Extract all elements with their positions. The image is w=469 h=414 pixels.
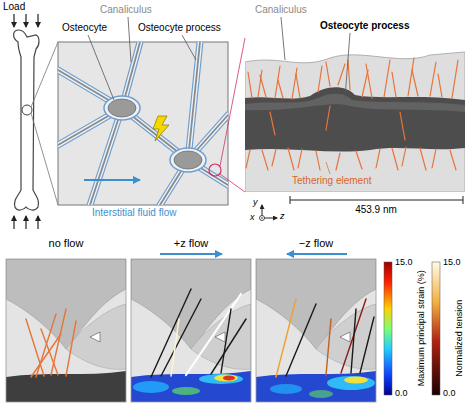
simulation-panel — [256, 259, 376, 402]
flow-label: Interstitial fluid flow — [92, 207, 176, 219]
panel-title: −z flow — [299, 237, 334, 250]
colorbar — [384, 262, 392, 395]
axis-triad — [260, 205, 278, 221]
part-label: Osteocyte process — [320, 20, 410, 32]
network-zoom — [58, 17, 245, 205]
scale-bar — [290, 196, 463, 204]
colorbar-tick: 0.0 — [443, 388, 456, 398]
axis-label: y — [253, 197, 258, 207]
simulation-panel — [6, 259, 126, 402]
canaliculus-render — [245, 17, 465, 221]
colorbar-tick: 0.0 — [395, 388, 408, 398]
colorbar-tick: 15.0 — [443, 257, 461, 267]
colorbar-title: Maximum principal strain (%) — [416, 270, 426, 386]
axis-label: z — [280, 211, 285, 221]
flow-arrow — [160, 253, 222, 255]
panel-title: +z flow — [174, 237, 209, 250]
axis-label: x — [250, 212, 255, 222]
scale-label: 453.9 nm — [355, 204, 397, 216]
part-label: Canaliculus — [100, 4, 152, 16]
part-label: Osteocyte — [62, 22, 107, 34]
simulation-panel — [131, 259, 251, 402]
flow-arrow — [287, 253, 347, 255]
panel-title: no flow — [49, 237, 84, 250]
bone-sketch — [14, 14, 58, 229]
colorbar-title: Normalized tension — [455, 299, 465, 376]
part-label: Canaliculus — [255, 4, 307, 16]
part-label: Tethering element — [292, 175, 372, 187]
colorbar-tick: 15.0 — [395, 257, 413, 267]
part-label: Osteocyte process — [138, 22, 221, 34]
load-label: Load — [3, 1, 25, 13]
colorbar — [432, 262, 440, 395]
